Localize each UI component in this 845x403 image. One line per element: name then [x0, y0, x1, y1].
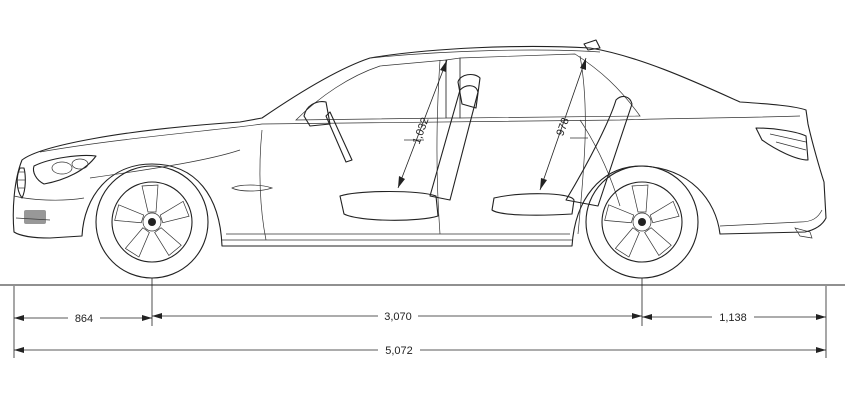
front-wheel	[95, 165, 209, 279]
front-headroom-arrow	[397, 59, 448, 189]
rear-headroom-arrow	[539, 57, 587, 191]
extension-lines	[13, 278, 827, 358]
wheelbase-dimension	[152, 308, 642, 324]
rear-headroom-label: 978	[554, 116, 572, 137]
front-overhang-label: 864	[75, 313, 93, 325]
front-overhang-dimension	[14, 310, 152, 326]
wheelbase-label: 3,070	[384, 311, 412, 323]
rear-wheel	[585, 165, 699, 279]
front-headroom-label: 1,032	[411, 116, 432, 146]
rear-overhang-dimension	[642, 309, 826, 325]
overall-length-dimension	[14, 342, 826, 358]
overall-length-label: 5,072	[385, 345, 413, 357]
rear-overhang-label: 1,138	[719, 312, 747, 324]
